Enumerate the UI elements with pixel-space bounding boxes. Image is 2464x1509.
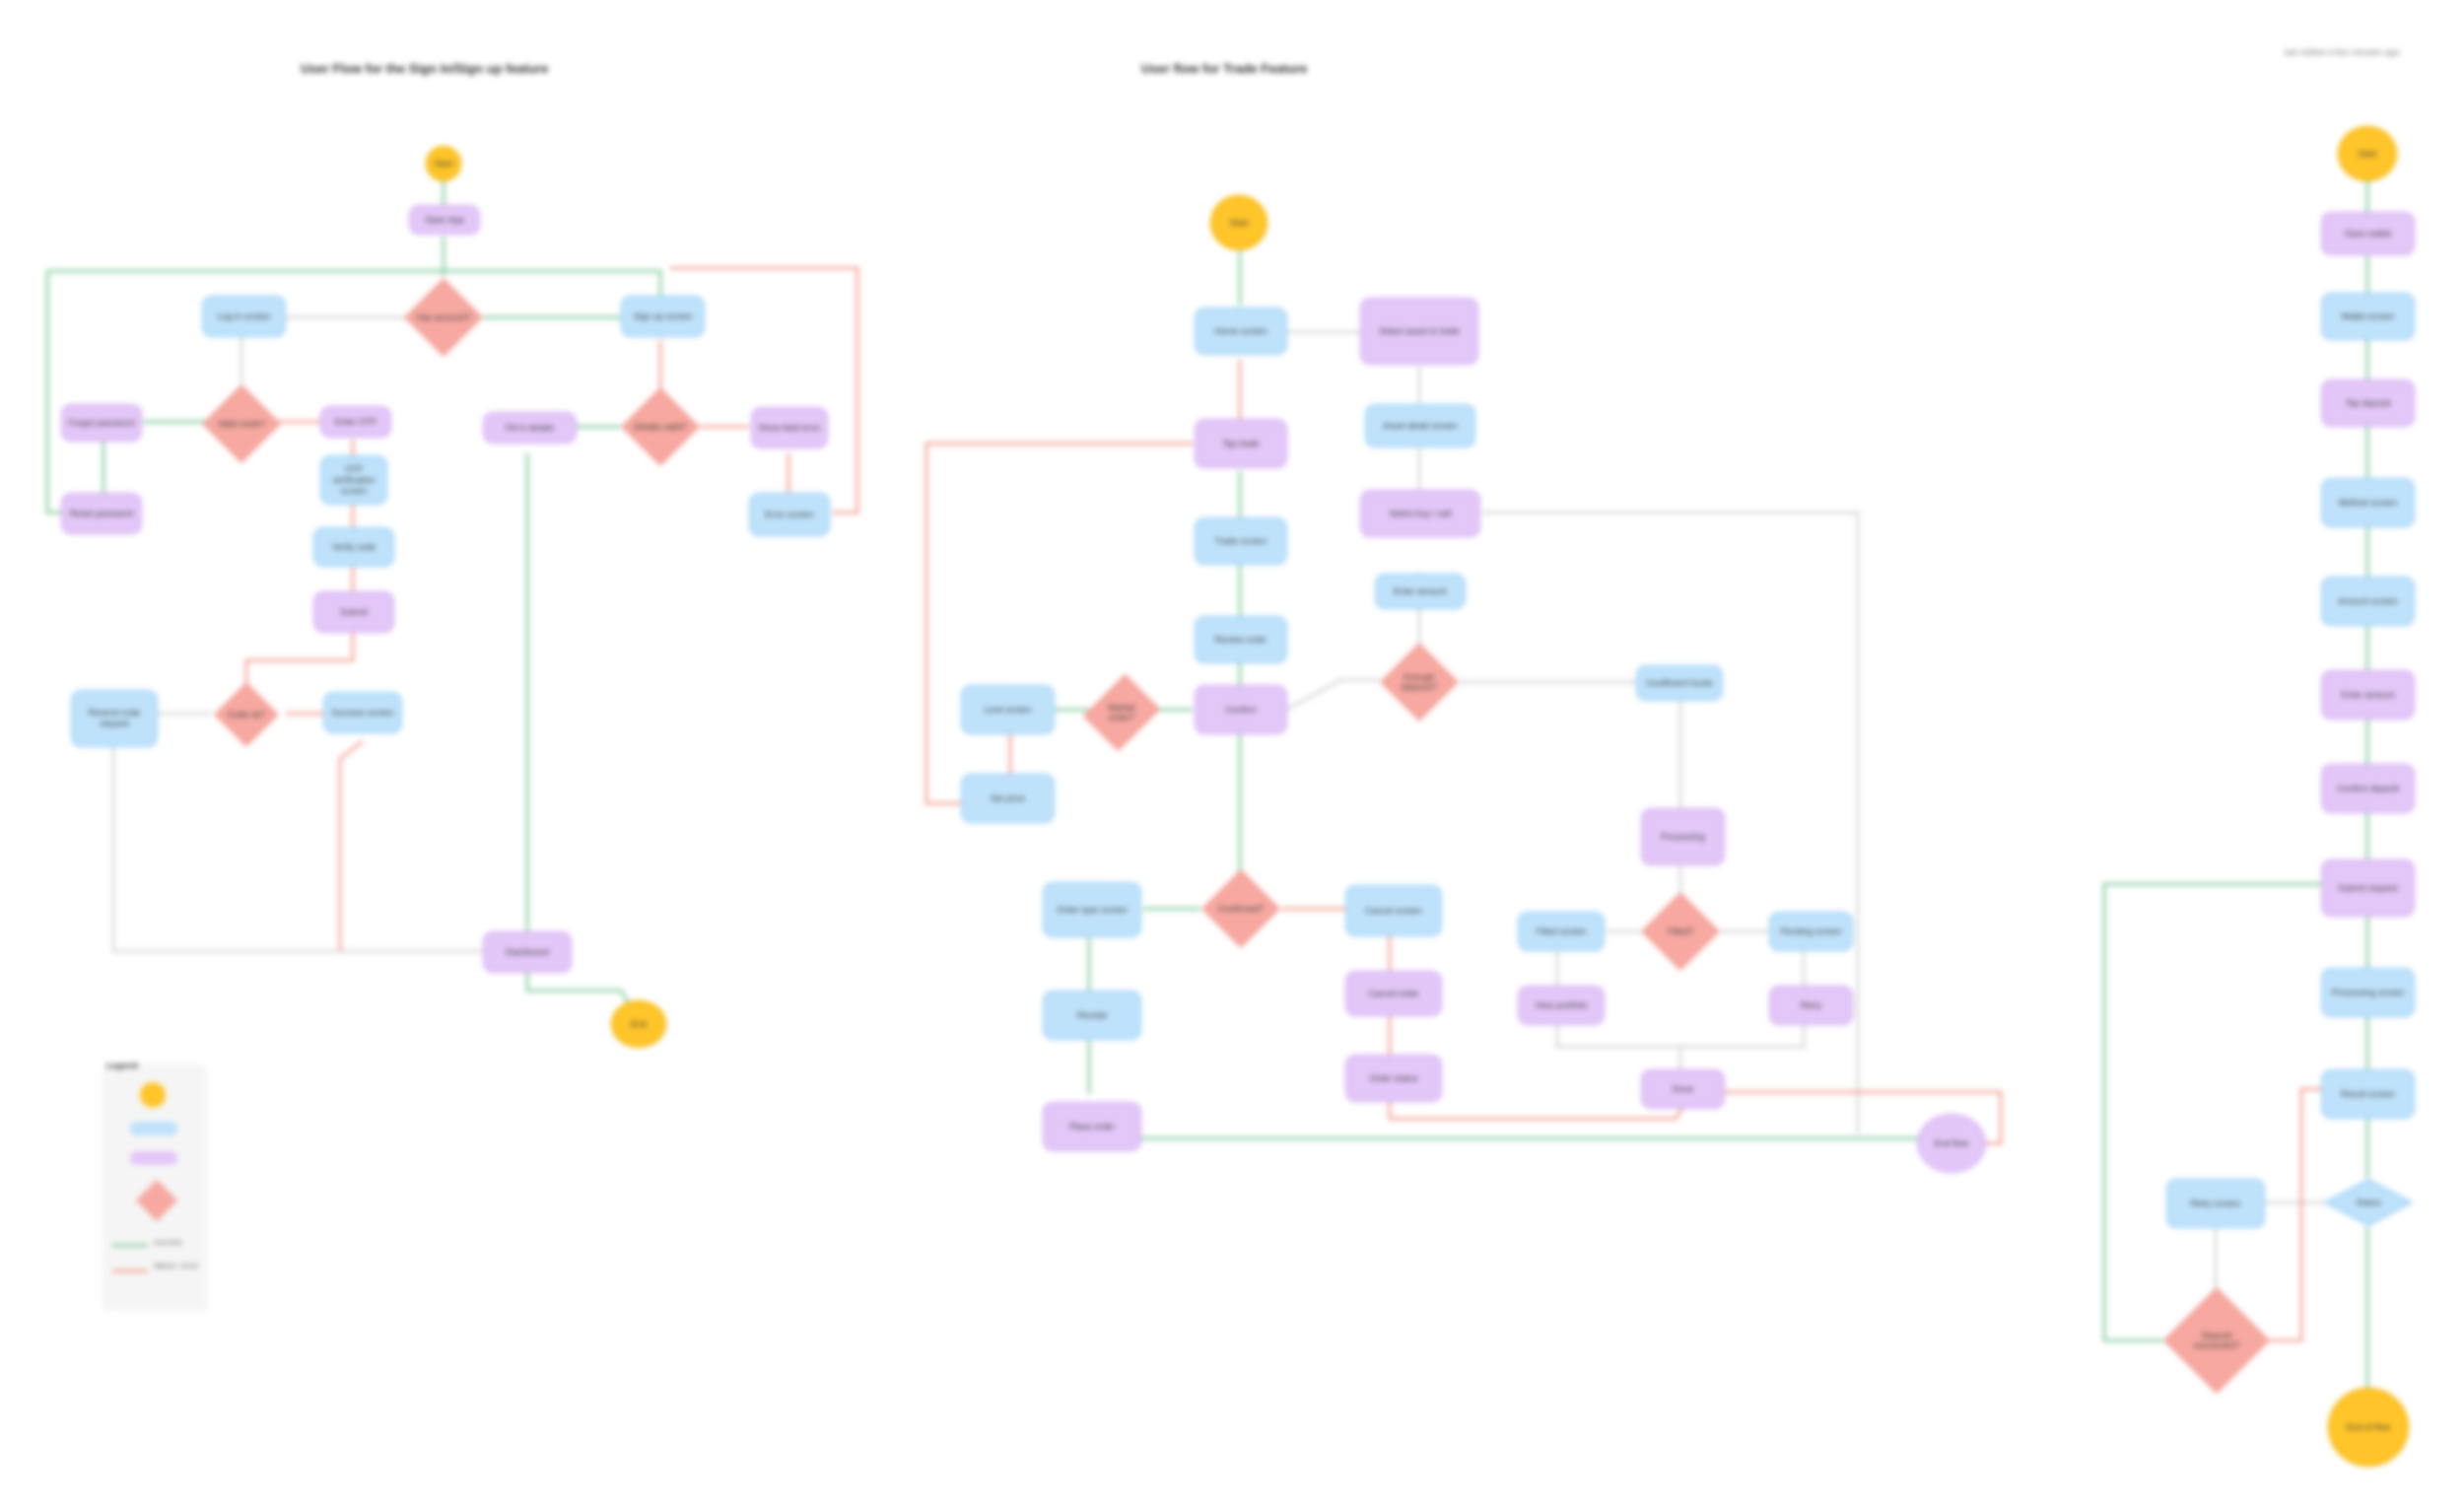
f3-end-node[interactable]: End of flow: [2328, 1388, 2409, 1467]
f1-forgot-password-node[interactable]: Forgot password: [61, 404, 142, 442]
legend-terminal-swatch: [140, 1082, 166, 1108]
legend-action-swatch: [130, 1151, 177, 1165]
f2-receipt-node[interactable]: Receipt: [1043, 991, 1141, 1040]
legend-failure-label: failure / error: [154, 1262, 199, 1270]
f1-start-node[interactable]: Start: [426, 146, 461, 181]
f2-processing-node[interactable]: Processing: [1641, 808, 1725, 865]
f3-decision-deposit-label: Deposit successful?: [2193, 1331, 2240, 1350]
f2-start-node[interactable]: Start: [1210, 195, 1267, 250]
f1-decision-credentials[interactable]: Valid creds?: [202, 384, 281, 463]
f3-retry-screen-node[interactable]: Retry screen: [2166, 1179, 2265, 1228]
f2-enter-amount-node[interactable]: Enter amount: [1375, 574, 1466, 609]
flow1-title: User Flow for the Sign In/Sign up featur…: [301, 61, 549, 76]
f1-verify-code-node[interactable]: Verify code: [313, 527, 394, 567]
f3-method-screen-node[interactable]: Method screen: [2321, 478, 2415, 527]
f2-done-node[interactable]: Done: [1641, 1069, 1725, 1109]
legend-decision-swatch: [135, 1179, 178, 1222]
f1-decision-account[interactable]: Has account?: [404, 278, 483, 357]
f3-submit-request-node[interactable]: Submit request: [2321, 859, 2415, 917]
legend-success-line: [112, 1244, 148, 1247]
f2-set-price-node[interactable]: Set price: [961, 774, 1055, 823]
f2-select-asset-node[interactable]: Select asset to trade: [1360, 298, 1478, 365]
f2-select-type-node[interactable]: Select buy / sell: [1360, 490, 1480, 537]
f2-decision-confirm-label: Confirmed?: [1217, 904, 1265, 914]
f2-decision-filled-label: Filled?: [1667, 926, 1694, 936]
f2-cancel-screen-node[interactable]: Cancel screen: [1345, 885, 1442, 936]
flow2-title: User flow for Trade Feature: [1141, 61, 1308, 76]
f1-decision-code[interactable]: Code ok?: [209, 680, 284, 749]
f2-place-order-node[interactable]: Place order: [1043, 1102, 1141, 1151]
f1-fill-details-node[interactable]: Fill in details: [483, 412, 577, 444]
f3-status-node[interactable]: Status: [2323, 1178, 2414, 1227]
f1-decision-account-label: Has account?: [416, 312, 471, 322]
f3-confirm-deposit-node[interactable]: Confirm deposit: [2321, 764, 2415, 813]
f1-dashboard-node[interactable]: Dashboard: [483, 931, 572, 973]
f1-login-screen-node[interactable]: Log in screen: [202, 296, 286, 337]
last-edited-note: last edited a few minutes ago: [2285, 47, 2400, 57]
f1-reset-password-node[interactable]: Reset password: [61, 493, 142, 534]
f2-view-portfolio-node[interactable]: View portfolio: [1518, 986, 1605, 1025]
f1-resend-code-node[interactable]: Resend code request: [71, 690, 158, 747]
f2-insufficient-node[interactable]: Insufficient funds: [1636, 665, 1723, 701]
f2-limit-screen-node[interactable]: Limit screen: [961, 685, 1055, 734]
f3-wallet-screen-node[interactable]: Wallet screen: [2321, 293, 2415, 340]
legend-success-label: success: [154, 1238, 182, 1247]
f2-pending-screen-node[interactable]: Pending screen: [1769, 912, 1853, 951]
legend-title: Legend: [106, 1061, 139, 1070]
f2-retry-node[interactable]: Retry: [1769, 986, 1853, 1025]
f1-otp-screen-node[interactable]: OTP verification screen: [320, 455, 387, 505]
f3-tap-deposit-node[interactable]: Tap deposit: [2321, 379, 2415, 427]
f2-trade-screen-node[interactable]: Trade screen: [1195, 517, 1287, 565]
f1-show-field-error-node[interactable]: Show field error: [751, 407, 828, 448]
f2-decision-balance-label: Enough balance?: [1401, 672, 1438, 692]
f2-decision-market-label: Market order?: [1108, 702, 1135, 722]
f2-decision-confirm[interactable]: Confirmed?: [1195, 869, 1287, 948]
f3-enter-amount-node[interactable]: Enter amount: [2321, 670, 2415, 720]
f3-open-wallet-node[interactable]: Open wallet: [2321, 212, 2415, 255]
f1-end-node[interactable]: End: [611, 1000, 666, 1048]
f2-tap-trade-node[interactable]: Tap trade: [1195, 419, 1287, 468]
f3-status-label: Status: [2356, 1198, 2381, 1207]
f2-order-status-node[interactable]: Order status: [1345, 1055, 1442, 1102]
f1-enter-otp-node[interactable]: Enter OTP: [320, 406, 391, 438]
f1-success-screen-node[interactable]: Success screen: [323, 692, 402, 733]
f2-cancel-order-node[interactable]: Cancel order: [1345, 971, 1442, 1016]
f3-processing-screen-node[interactable]: Processing screen: [2321, 968, 2415, 1017]
f1-decision-credentials-label: Valid creds?: [217, 419, 266, 429]
f2-review-order-node[interactable]: Review order: [1195, 616, 1287, 663]
f3-decision-deposit[interactable]: Deposit successful?: [2163, 1286, 2270, 1395]
f1-signup-screen-node[interactable]: Sign up screen: [621, 296, 705, 337]
f1-decision-details-label: Details valid?: [634, 422, 687, 432]
f1-open-app-node[interactable]: Open App: [409, 205, 480, 235]
f3-amount-screen-node[interactable]: Amount screen: [2321, 577, 2415, 626]
legend-screen-swatch: [130, 1122, 177, 1135]
f2-filled-screen-node[interactable]: Filled screen: [1518, 912, 1605, 951]
f2-order-type-node[interactable]: Order type screen: [1043, 882, 1141, 937]
legend-panel: Legend success failure / error: [103, 1061, 207, 1311]
legend-failure-line: [112, 1269, 148, 1272]
f2-asset-detail-node[interactable]: Asset detail screen: [1365, 404, 1475, 447]
f2-decision-market[interactable]: Market order?: [1083, 665, 1160, 759]
f1-decision-details[interactable]: Details valid?: [621, 387, 700, 466]
f2-confirm-node[interactable]: Confirm: [1195, 685, 1287, 734]
f3-result-screen-node[interactable]: Result screen: [2321, 1069, 2415, 1119]
f2-home-screen-node[interactable]: Home screen: [1195, 308, 1287, 355]
f1-decision-code-label: Code ok?: [227, 710, 266, 720]
f2-decision-filled[interactable]: Filled?: [1641, 892, 1720, 971]
f3-start-node[interactable]: Start: [2338, 126, 2397, 181]
f1-error-screen-node[interactable]: Error screen: [749, 493, 830, 536]
f2-end-flow-node[interactable]: End flow: [1917, 1114, 1986, 1173]
f1-submit-node[interactable]: Submit: [313, 591, 394, 633]
f2-decision-balance[interactable]: Enough balance?: [1378, 643, 1461, 721]
